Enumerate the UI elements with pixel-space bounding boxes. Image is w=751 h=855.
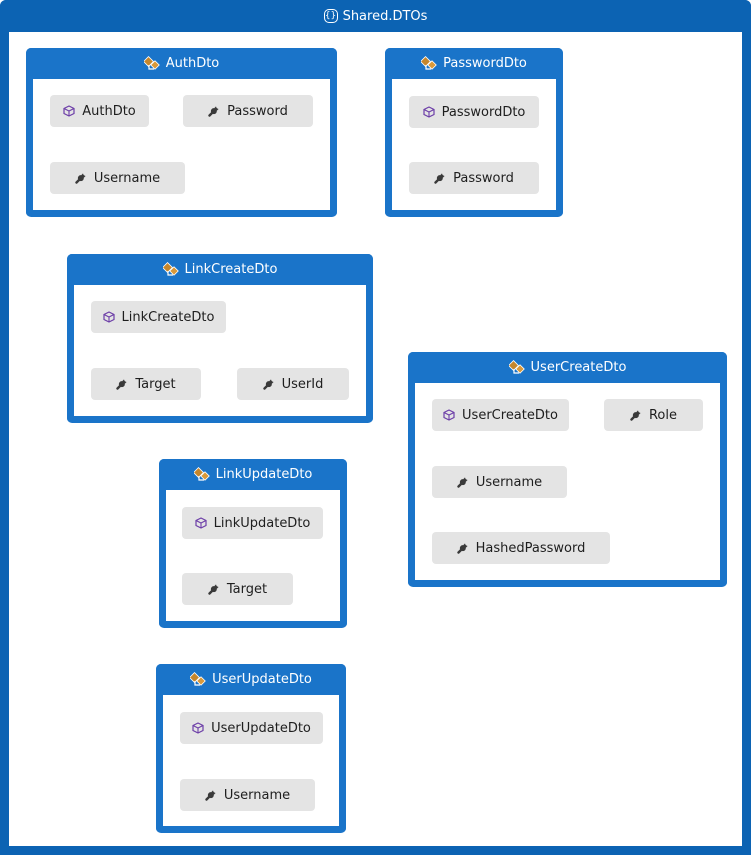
class-authdto[interactable]: AuthDto AuthDto Password Username	[26, 48, 337, 217]
member-label: Target	[135, 376, 176, 392]
property-member[interactable]: Target	[182, 573, 293, 605]
class-linkupdatedto[interactable]: LinkUpdateDto LinkUpdateDto Target	[159, 459, 347, 628]
property-member[interactable]: Password	[183, 95, 313, 127]
property-member[interactable]: Username	[50, 162, 185, 194]
class-title: PasswordDto	[443, 56, 527, 71]
class-icon	[144, 55, 161, 72]
constructor-member[interactable]: PasswordDto	[409, 96, 539, 128]
property-member[interactable]: Username	[432, 466, 567, 498]
constructor-icon	[192, 722, 204, 734]
class-linkcreatedto[interactable]: LinkCreateDto LinkCreateDto Target UserI…	[67, 254, 373, 423]
class-icon	[509, 359, 526, 376]
class-title: UserCreateDto	[530, 360, 627, 375]
member-label: LinkCreateDto	[121, 309, 215, 325]
member-label: AuthDto	[82, 103, 136, 119]
property-member[interactable]: Username	[180, 779, 315, 811]
member-label: Target	[226, 581, 268, 597]
class-header[interactable]: UserCreateDto	[408, 352, 727, 383]
class-usercreatedto[interactable]: UserCreateDto UserCreateDto Role Usernam…	[408, 352, 727, 587]
constructor-member[interactable]: LinkUpdateDto	[182, 507, 323, 539]
member-label: UserUpdateDto	[211, 720, 311, 736]
property-member[interactable]: Target	[91, 368, 201, 400]
class-title: LinkCreateDto	[184, 262, 278, 277]
class-header[interactable]: LinkCreateDto	[67, 254, 373, 285]
constructor-member[interactable]: LinkCreateDto	[91, 301, 226, 333]
wrench-icon	[630, 409, 642, 421]
member-label: Password	[453, 170, 514, 186]
member-label: Username	[223, 787, 291, 803]
constructor-member[interactable]: AuthDto	[50, 95, 149, 127]
constructor-icon	[103, 311, 115, 323]
class-header[interactable]: UserUpdateDto	[156, 664, 346, 695]
namespace-braces-icon: {}	[323, 9, 338, 23]
member-label: UserCreateDto	[462, 407, 558, 423]
member-label: LinkUpdateDto	[213, 515, 311, 531]
class-header[interactable]: LinkUpdateDto	[159, 459, 347, 490]
wrench-icon	[75, 172, 87, 184]
member-label: Username	[475, 474, 543, 490]
property-member[interactable]: Role	[604, 399, 703, 431]
constructor-icon	[443, 409, 455, 421]
wrench-icon	[263, 378, 275, 390]
class-icon	[163, 261, 180, 278]
property-member[interactable]: Password	[409, 162, 539, 194]
member-label: Role	[648, 407, 677, 423]
wrench-icon	[205, 789, 217, 801]
member-label: UserId	[281, 376, 324, 392]
constructor-icon	[195, 517, 207, 529]
member-label: Username	[93, 170, 161, 186]
wrench-icon	[457, 542, 469, 554]
class-title: UserUpdateDto	[212, 672, 312, 687]
property-member[interactable]: UserId	[237, 368, 349, 400]
class-title: LinkUpdateDto	[215, 467, 313, 482]
class-icon	[190, 671, 207, 688]
constructor-member[interactable]: UserUpdateDto	[180, 712, 323, 744]
member-label: HashedPassword	[475, 540, 586, 556]
wrench-icon	[434, 172, 446, 184]
class-passworddto[interactable]: PasswordDto PasswordDto Password	[385, 48, 563, 217]
wrench-icon	[208, 105, 220, 117]
member-label: PasswordDto	[441, 104, 526, 120]
class-title: AuthDto	[165, 56, 220, 71]
class-header[interactable]: AuthDto	[26, 48, 337, 79]
constructor-member[interactable]: UserCreateDto	[432, 399, 569, 431]
constructor-icon	[63, 105, 75, 117]
constructor-icon	[423, 106, 435, 118]
namespace-title: Shared.DTOs	[342, 8, 428, 24]
member-label: Password	[227, 103, 288, 119]
class-userupdatedto[interactable]: UserUpdateDto UserUpdateDto Username	[156, 664, 346, 833]
namespace-header[interactable]: {} Shared.DTOs	[0, 0, 751, 32]
class-icon	[421, 55, 438, 72]
class-icon	[194, 466, 211, 483]
wrench-icon	[208, 583, 220, 595]
wrench-icon	[457, 476, 469, 488]
wrench-icon	[116, 378, 128, 390]
class-header[interactable]: PasswordDto	[385, 48, 563, 79]
property-member[interactable]: HashedPassword	[432, 532, 610, 564]
